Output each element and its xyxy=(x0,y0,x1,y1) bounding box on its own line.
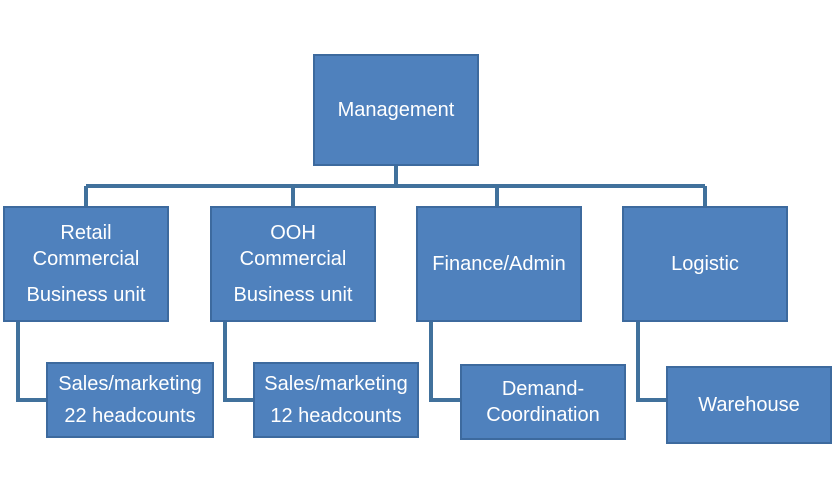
retail-child-line1: Sales/marketing xyxy=(58,373,202,395)
ooh-child-line2: 12 headcounts xyxy=(270,405,402,427)
finance-label: Finance/Admin xyxy=(432,253,566,275)
logistic-label: Logistic xyxy=(671,253,739,275)
ooh-sales-marketing-box[interactable]: Sales/marketing 12 headcounts xyxy=(253,362,419,438)
connector-logistic-child xyxy=(636,322,666,402)
demand-coordination-box[interactable]: Demand- Coordination xyxy=(460,364,626,440)
retail-child-line2: 22 headcounts xyxy=(64,405,196,427)
ooh-child-line1: Sales/marketing xyxy=(264,373,408,395)
connector-finance-child xyxy=(429,322,460,402)
retail-commercial-box[interactable]: Retail Commercial Business unit xyxy=(3,206,169,322)
management-box[interactable]: Management xyxy=(313,54,479,166)
warehouse-box[interactable]: Warehouse xyxy=(666,366,832,444)
logistic-child-label: Warehouse xyxy=(698,394,800,416)
connector-ooh-child xyxy=(223,322,253,402)
retail-line3: Business unit xyxy=(26,284,146,306)
retail-line1: Retail xyxy=(60,222,112,244)
ooh-line1: OOH xyxy=(270,222,316,244)
management-label: Management xyxy=(337,99,455,121)
ooh-commercial-box[interactable]: OOH Commercial Business unit xyxy=(210,206,376,322)
ooh-line2: Commercial xyxy=(239,248,347,270)
finance-admin-box[interactable]: Finance/Admin xyxy=(416,206,582,322)
retail-sales-marketing-box[interactable]: Sales/marketing 22 headcounts xyxy=(46,362,214,438)
ooh-line3: Business unit xyxy=(233,284,353,306)
finance-child-line2: Coordination xyxy=(486,404,600,426)
connector-retail-child xyxy=(16,322,46,402)
logistic-box[interactable]: Logistic xyxy=(622,206,788,322)
retail-line2: Commercial xyxy=(32,248,140,270)
finance-child-line1: Demand- xyxy=(501,378,585,400)
